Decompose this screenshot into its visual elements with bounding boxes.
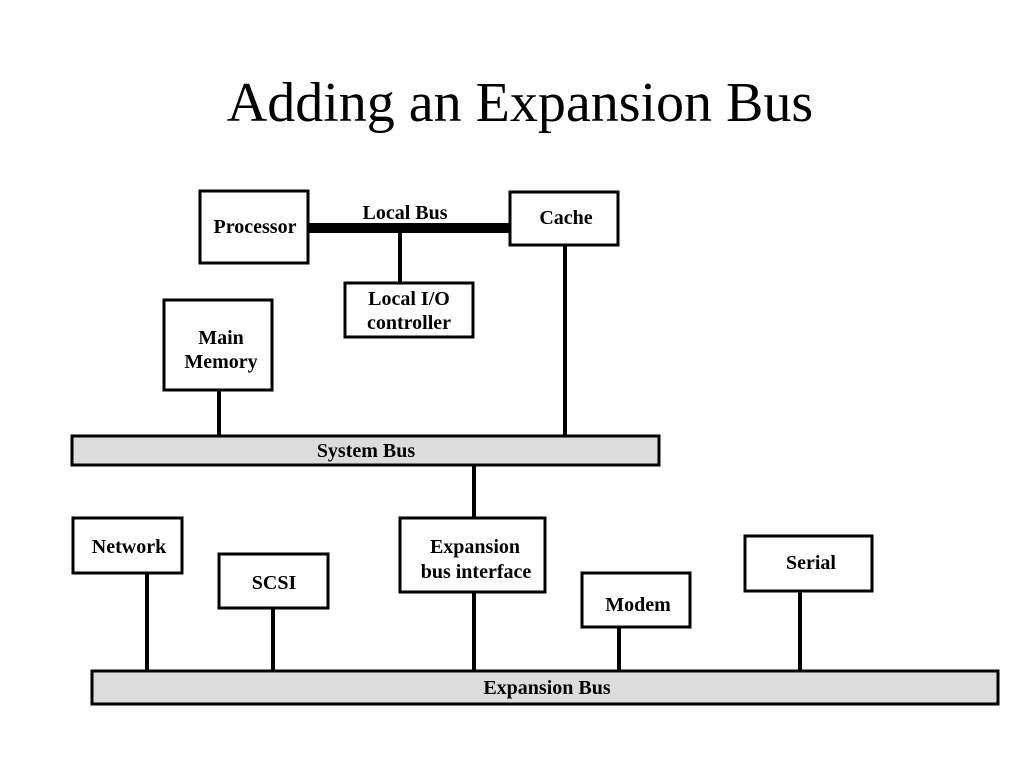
scsi-label: SCSI [252, 572, 297, 594]
expansion-bus-bar [90, 669, 1000, 706]
expansion-bus-label: Expansion Bus [483, 677, 611, 699]
expansion-bus-interface-box: Expansion bus interface [398, 516, 547, 594]
main-memory-box: Main Memory [162, 298, 274, 392]
scsi-box: SCSI [217, 552, 330, 610]
processor-label: Processor [214, 216, 297, 238]
slide-title: Adding an Expansion Bus [227, 72, 813, 134]
cache-label: Cache [539, 207, 592, 229]
main-memory-label-line2: Memory [184, 351, 257, 373]
network-label: Network [92, 536, 167, 558]
system-bus-bar [70, 434, 661, 467]
expansion-interface-label-line1: Expansion [430, 536, 520, 558]
local-bus-label: Local Bus [362, 202, 447, 224]
local-io-controller-box: Local I/O controller [343, 281, 475, 339]
local-io-label-line2: controller [367, 312, 451, 334]
system-bus-label: System Bus [317, 440, 416, 462]
system-bus: System Bus [70, 434, 661, 467]
local-io-label-line1: Local I/O [368, 288, 450, 310]
processor-box: Processor [198, 189, 310, 265]
modem-label: Modem [605, 594, 671, 616]
modem-box: Modem [580, 571, 692, 629]
cache-box: Cache [508, 190, 620, 247]
network-box: Network [71, 516, 184, 575]
serial-box: Serial [743, 534, 874, 593]
expansion-interface-label-line2: bus interface [421, 561, 532, 583]
main-memory-label-line1: Main [198, 327, 244, 349]
serial-label: Serial [786, 552, 836, 574]
expansion-bus: Expansion Bus [90, 669, 1000, 706]
